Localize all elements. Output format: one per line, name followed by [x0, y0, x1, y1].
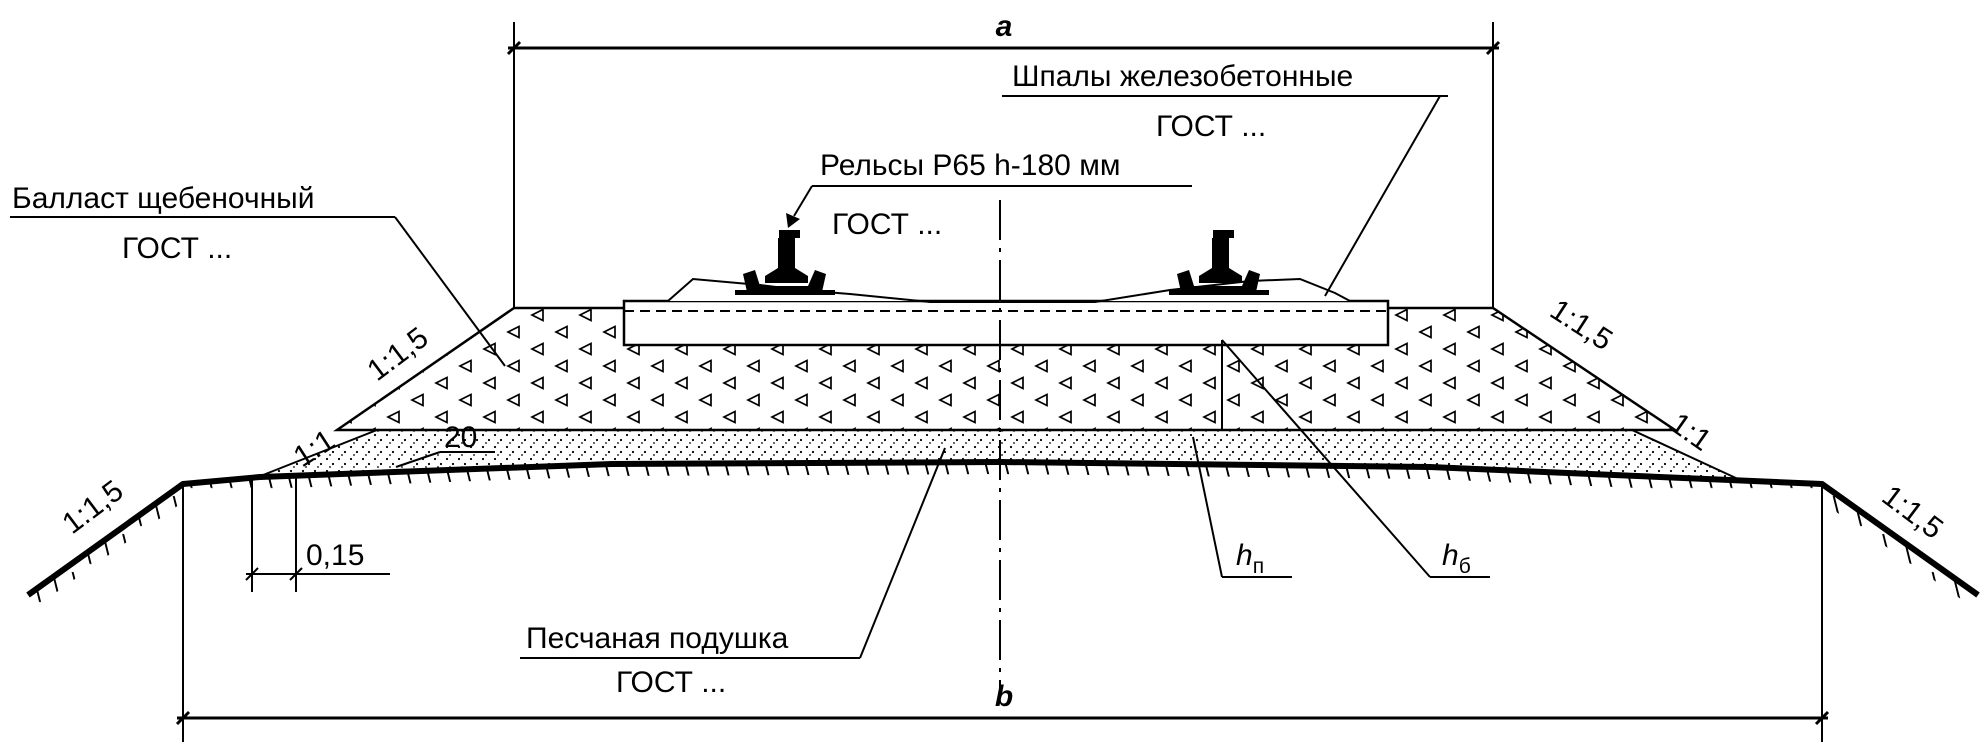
- h-ballast-subscript: б: [1459, 555, 1471, 578]
- callout-sleepers: Шпалы железобетонные ГОСТ ...: [1002, 60, 1448, 297]
- callout-ballast: Балласт щебеночный ГОСТ ...: [10, 182, 506, 367]
- h-ballast-letter: hб: [1442, 539, 1471, 578]
- callout-sleepers-title: Шпалы железобетонные: [1012, 60, 1353, 93]
- callout-sand-title: Песчаная подушка: [526, 622, 789, 655]
- callout-ballast-gost: ГОСТ ...: [122, 232, 232, 265]
- h-sand-subscript: п: [1253, 555, 1264, 578]
- earth-hatching: [28, 462, 1978, 604]
- callout-sand: Песчаная подушка ГОСТ ...: [520, 447, 946, 699]
- dimension-b: b: [175, 484, 1830, 742]
- callout-sand-gost: ГОСТ ...: [616, 666, 726, 699]
- h-sand-letter-main: h: [1236, 539, 1253, 572]
- dimension-a: a: [506, 10, 1501, 308]
- callout-rails-gost: ГОСТ ...: [832, 208, 942, 241]
- offset-dimension: 0,15: [245, 476, 390, 592]
- cross-slope-label: 20: [444, 421, 477, 454]
- callout-h-ballast: hб: [1221, 339, 1490, 578]
- rail-right: [1169, 230, 1269, 295]
- dimension-a-label: a: [996, 10, 1013, 43]
- sleeper: [622, 277, 1390, 347]
- subgrade-surface-line: [26, 459, 1980, 598]
- callout-h-sand: hп: [1192, 436, 1292, 578]
- dimension-b-label: b: [995, 680, 1013, 713]
- rail-left: [735, 230, 835, 295]
- callout-ballast-title: Балласт щебеночный: [12, 182, 314, 215]
- callout-rails-title: Рельсы Р65 h-180 мм: [820, 149, 1120, 182]
- ballast-slope-right: 1:1,5: [1544, 293, 1618, 357]
- offset-label: 0,15: [306, 539, 364, 572]
- h-sand-letter: hп: [1236, 539, 1264, 578]
- callout-rails: Рельсы Р65 h-180 мм ГОСТ ...: [786, 149, 1192, 241]
- cross-slope-marker: 20: [395, 421, 495, 468]
- h-ballast-letter-main: h: [1442, 539, 1459, 572]
- callout-sleepers-gost: ГОСТ ...: [1156, 110, 1266, 143]
